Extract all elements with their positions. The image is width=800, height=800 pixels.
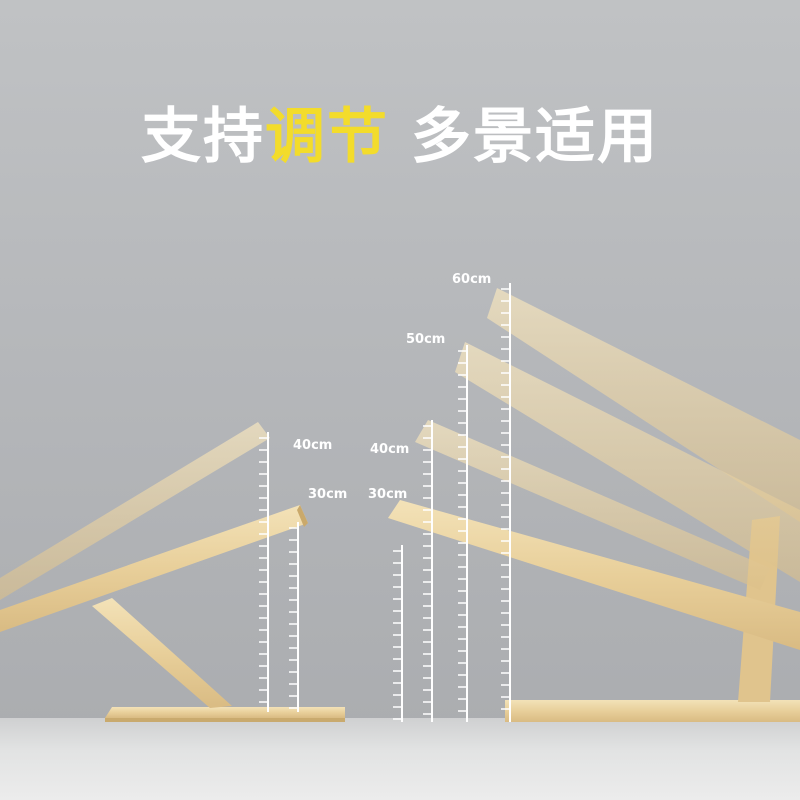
height-rulers: [259, 283, 511, 722]
right-ruler-60cm: [501, 283, 511, 722]
left-base: [105, 707, 345, 718]
left-board-30cm: [0, 505, 308, 632]
left-ruler-40cm: [259, 432, 269, 712]
right-ruler-50cm: [458, 345, 468, 722]
left-label-40cm: 40cm: [293, 438, 332, 453]
right-board-60cm: [487, 288, 800, 522]
left-ruler-30cm: [289, 522, 299, 712]
headline-part2: 多景适用: [411, 102, 659, 172]
left-stand: [0, 422, 345, 722]
headline: 支持调节多景适用: [0, 88, 800, 175]
right-label-30cm: 30cm: [368, 487, 407, 502]
left-label-30cm: 30cm: [308, 487, 347, 502]
headline-part1: 支持: [141, 102, 265, 172]
right-board-40cm: [415, 420, 770, 590]
right-ruler-30cm: [393, 545, 403, 722]
right-label-50cm: 50cm: [406, 332, 445, 347]
right-board-50cm: [455, 342, 800, 582]
right-label-60cm: 60cm: [452, 272, 491, 287]
right-base: [505, 700, 800, 722]
headline-highlight: 调节: [265, 102, 389, 172]
right-ruler-40cm: [423, 420, 433, 722]
left-board-40cm: [0, 422, 270, 600]
right-stand: [388, 288, 800, 722]
right-label-40cm: 40cm: [370, 442, 409, 457]
floor: [0, 718, 800, 800]
right-board-30cm: [388, 500, 800, 650]
left-support-leg: [92, 598, 232, 708]
